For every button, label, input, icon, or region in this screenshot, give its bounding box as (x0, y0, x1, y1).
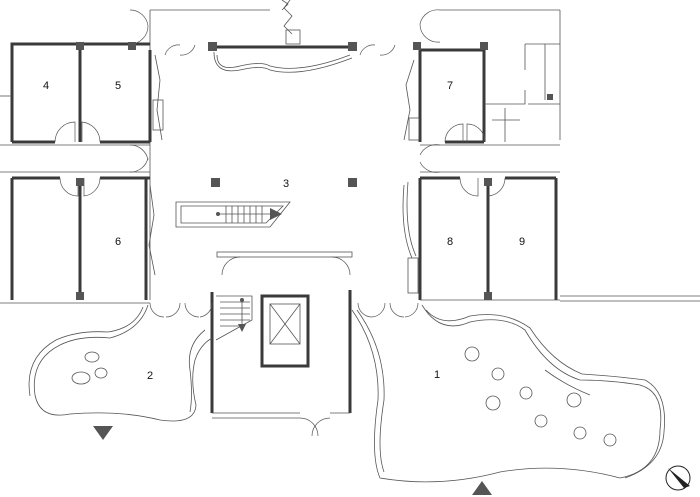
left-terrace (28, 304, 213, 422)
lower-stair-treads (220, 301, 250, 327)
room-label-2: 2 (147, 370, 153, 382)
right-block-walls (402, 42, 560, 301)
room-label-5: 5 (115, 80, 121, 92)
triangle-entrance-marker-right (472, 481, 492, 495)
room-label-8: 8 (447, 236, 453, 248)
central-hall (175, 178, 357, 258)
lower-doors (149, 302, 419, 318)
room-label-7: 7 (447, 80, 453, 92)
right-block-doors (419, 9, 506, 197)
stair-treads (225, 206, 263, 223)
triangle-entrance-marker-left (93, 426, 113, 440)
corridor-lines (0, 9, 700, 304)
left-block-doors (54, 9, 149, 197)
top-center-elements (164, 0, 396, 73)
left-terrace-stones (71, 351, 108, 385)
north-arrow-icon (665, 465, 691, 491)
room-label-3: 3 (283, 178, 289, 190)
lower-stair-arrow (238, 324, 246, 332)
room-label-1: 1 (434, 369, 440, 381)
right-terrace (351, 304, 665, 483)
room-label-4: 4 (43, 80, 49, 92)
stair-direction-arrow (270, 208, 282, 220)
table-groups (464, 346, 617, 447)
left-block-walls (0, 42, 164, 300)
room-labels: 4 5 7 3 6 8 9 2 1 (43, 80, 525, 382)
room-label-6: 6 (115, 236, 121, 248)
lower-service-block (210, 256, 352, 437)
room-label-9: 9 (519, 236, 525, 248)
